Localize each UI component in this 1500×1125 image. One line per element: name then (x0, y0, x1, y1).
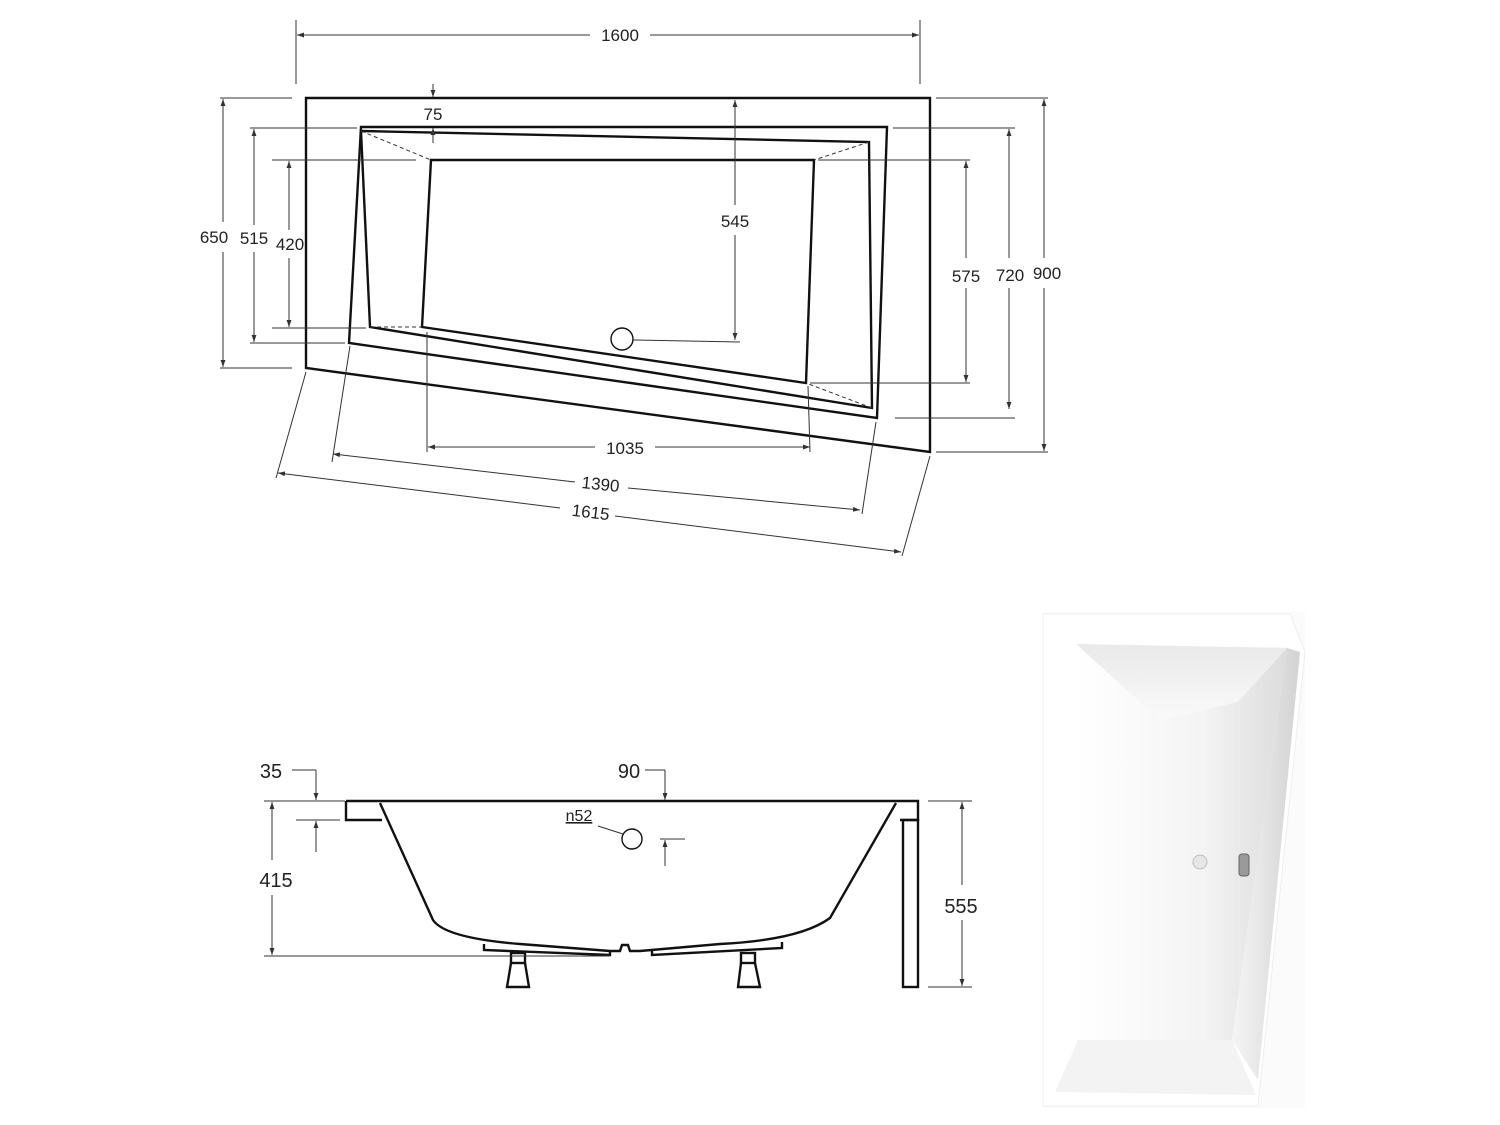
dim-label: 650 (200, 228, 228, 247)
top-view: 1600 75 545 650 515 (200, 20, 1061, 557)
dim-depth-right-mid: 720 (893, 127, 1024, 419)
dim-label: 575 (952, 267, 980, 286)
overflow-label: n52 (566, 808, 593, 825)
drain-icon (610, 327, 634, 351)
dim-label: 1615 (571, 501, 611, 524)
dim-drain-distance: 545 (721, 100, 749, 340)
dim-overall-width: 1600 (295, 20, 921, 84)
front-panel (901, 818, 920, 989)
dim-depth-right-inner: 575 (810, 159, 980, 384)
dim-label: 720 (996, 266, 1024, 285)
dim-depth-left-mid: 515 (240, 127, 357, 344)
dim-label: 555 (944, 896, 977, 918)
bottom-plate (650, 942, 784, 957)
dim-label: 545 (721, 212, 749, 231)
dim-overflow-offset: 90 (618, 761, 668, 866)
dim-label: 1035 (606, 439, 644, 458)
overflow-icon (621, 828, 643, 850)
dim-label: 900 (1033, 264, 1061, 283)
rim-profile (346, 799, 920, 822)
bathtub-photo-icon (1042, 612, 1306, 1108)
rim-inner-edge (347, 125, 889, 420)
dim-rim-thickness: 35 (260, 761, 340, 852)
outer-rim-outline (304, 96, 932, 454)
dim-label: 420 (276, 235, 304, 254)
dim-inner-diagonal-length: 1390 (331, 345, 877, 515)
dim-rim-offset: 75 (424, 84, 443, 143)
basin-slope-edge (359, 129, 874, 410)
bottom-plate (482, 944, 612, 957)
corner-dash (805, 382, 873, 409)
dim-depth-left-outer: 650 (200, 97, 292, 369)
leg-foot (505, 951, 531, 989)
dim-label: 90 (618, 761, 640, 783)
dim-label: 1390 (581, 473, 621, 496)
dim-depth-left-inner: 420 (272, 159, 416, 329)
dim-outer-diagonal-length: 1615 (275, 371, 931, 557)
dim-label: 1600 (601, 26, 639, 45)
dim-inner-depth: 415 (259, 800, 610, 957)
dim-depth-right-outer: 900 (936, 97, 1061, 453)
dim-label: 415 (259, 870, 292, 892)
basin-profile (378, 802, 898, 953)
side-view: n52 35 90 415 (259, 761, 978, 989)
dim-label: 35 (260, 761, 282, 783)
corner-dash (813, 141, 870, 161)
dim-total-height: 555 (928, 800, 978, 988)
corner-dash (360, 130, 432, 161)
dim-label: 75 (424, 105, 443, 124)
dim-label: 515 (240, 229, 268, 248)
leg-foot (736, 951, 762, 989)
dim-inner-bottom-length: 1035 (426, 332, 811, 458)
